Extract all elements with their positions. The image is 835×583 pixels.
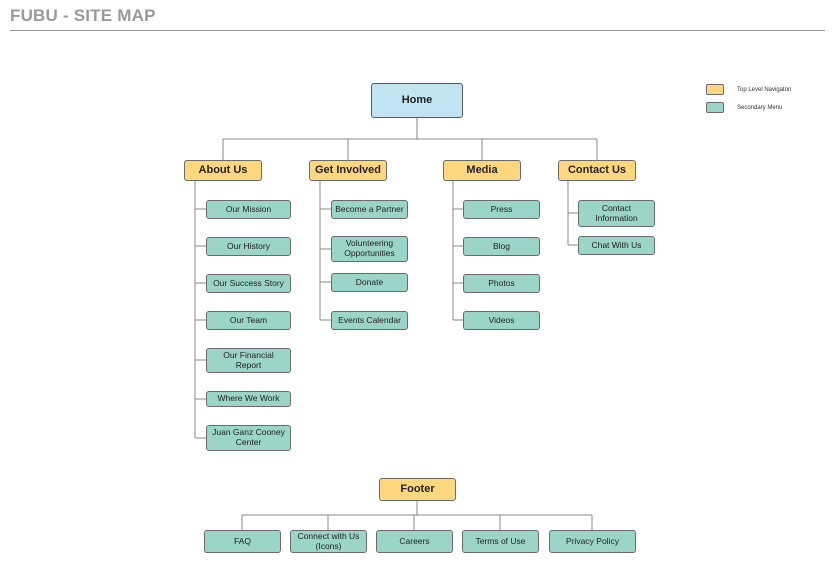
footer-careers: Careers xyxy=(376,530,453,553)
about-our-history: Our History xyxy=(206,237,291,256)
legend-secondary-swatch xyxy=(706,102,724,113)
media-photos: Photos xyxy=(463,274,540,293)
about-our-success-story: Our Success Story xyxy=(206,274,291,293)
about-our-team: Our Team xyxy=(206,311,291,330)
contact-chat-with-us: Chat With Us xyxy=(578,236,655,255)
legend-top-level-label: Top Level Navigaton xyxy=(737,87,792,93)
home-node: Home xyxy=(371,83,463,118)
media-blog: Blog xyxy=(463,237,540,256)
about-where-we-work: Where We Work xyxy=(206,391,291,407)
footer-privacy-policy: Privacy Policy xyxy=(549,530,636,553)
nav-contact-us: Contact Us xyxy=(558,160,636,181)
footer-terms-of-use: Terms of Use xyxy=(462,530,539,553)
footer-connect-with-us: Connect with Us (Icons) xyxy=(290,530,367,553)
footer-node: Footer xyxy=(379,478,456,501)
legend-secondary-label: Secondary Menu xyxy=(737,105,783,111)
nav-media: Media xyxy=(443,160,521,181)
title-divider xyxy=(10,30,825,31)
contact-contact-information: Contact Information xyxy=(578,200,655,227)
legend-top-level-swatch xyxy=(706,84,724,95)
involved-volunteering-opportunities: Volunteering Opportunities xyxy=(331,236,408,262)
involved-become-a-partner: Become a Partner xyxy=(331,200,408,219)
nav-get-involved: Get Involved xyxy=(309,160,387,181)
media-press: Press xyxy=(463,200,540,219)
about-our-financial-report: Our Financial Report xyxy=(206,348,291,373)
footer-faq: FAQ xyxy=(204,530,281,553)
media-videos: Videos xyxy=(463,311,540,330)
involved-events-calendar: Events Calendar xyxy=(331,311,408,330)
involved-donate: Donate xyxy=(331,273,408,292)
about-juan-ganz-cooney-center: Juan Ganz Cooney Center xyxy=(206,425,291,451)
page-title: FUBU - SITE MAP xyxy=(10,6,156,25)
about-our-mission: Our Mission xyxy=(206,200,291,219)
nav-about-us: About Us xyxy=(184,160,262,181)
